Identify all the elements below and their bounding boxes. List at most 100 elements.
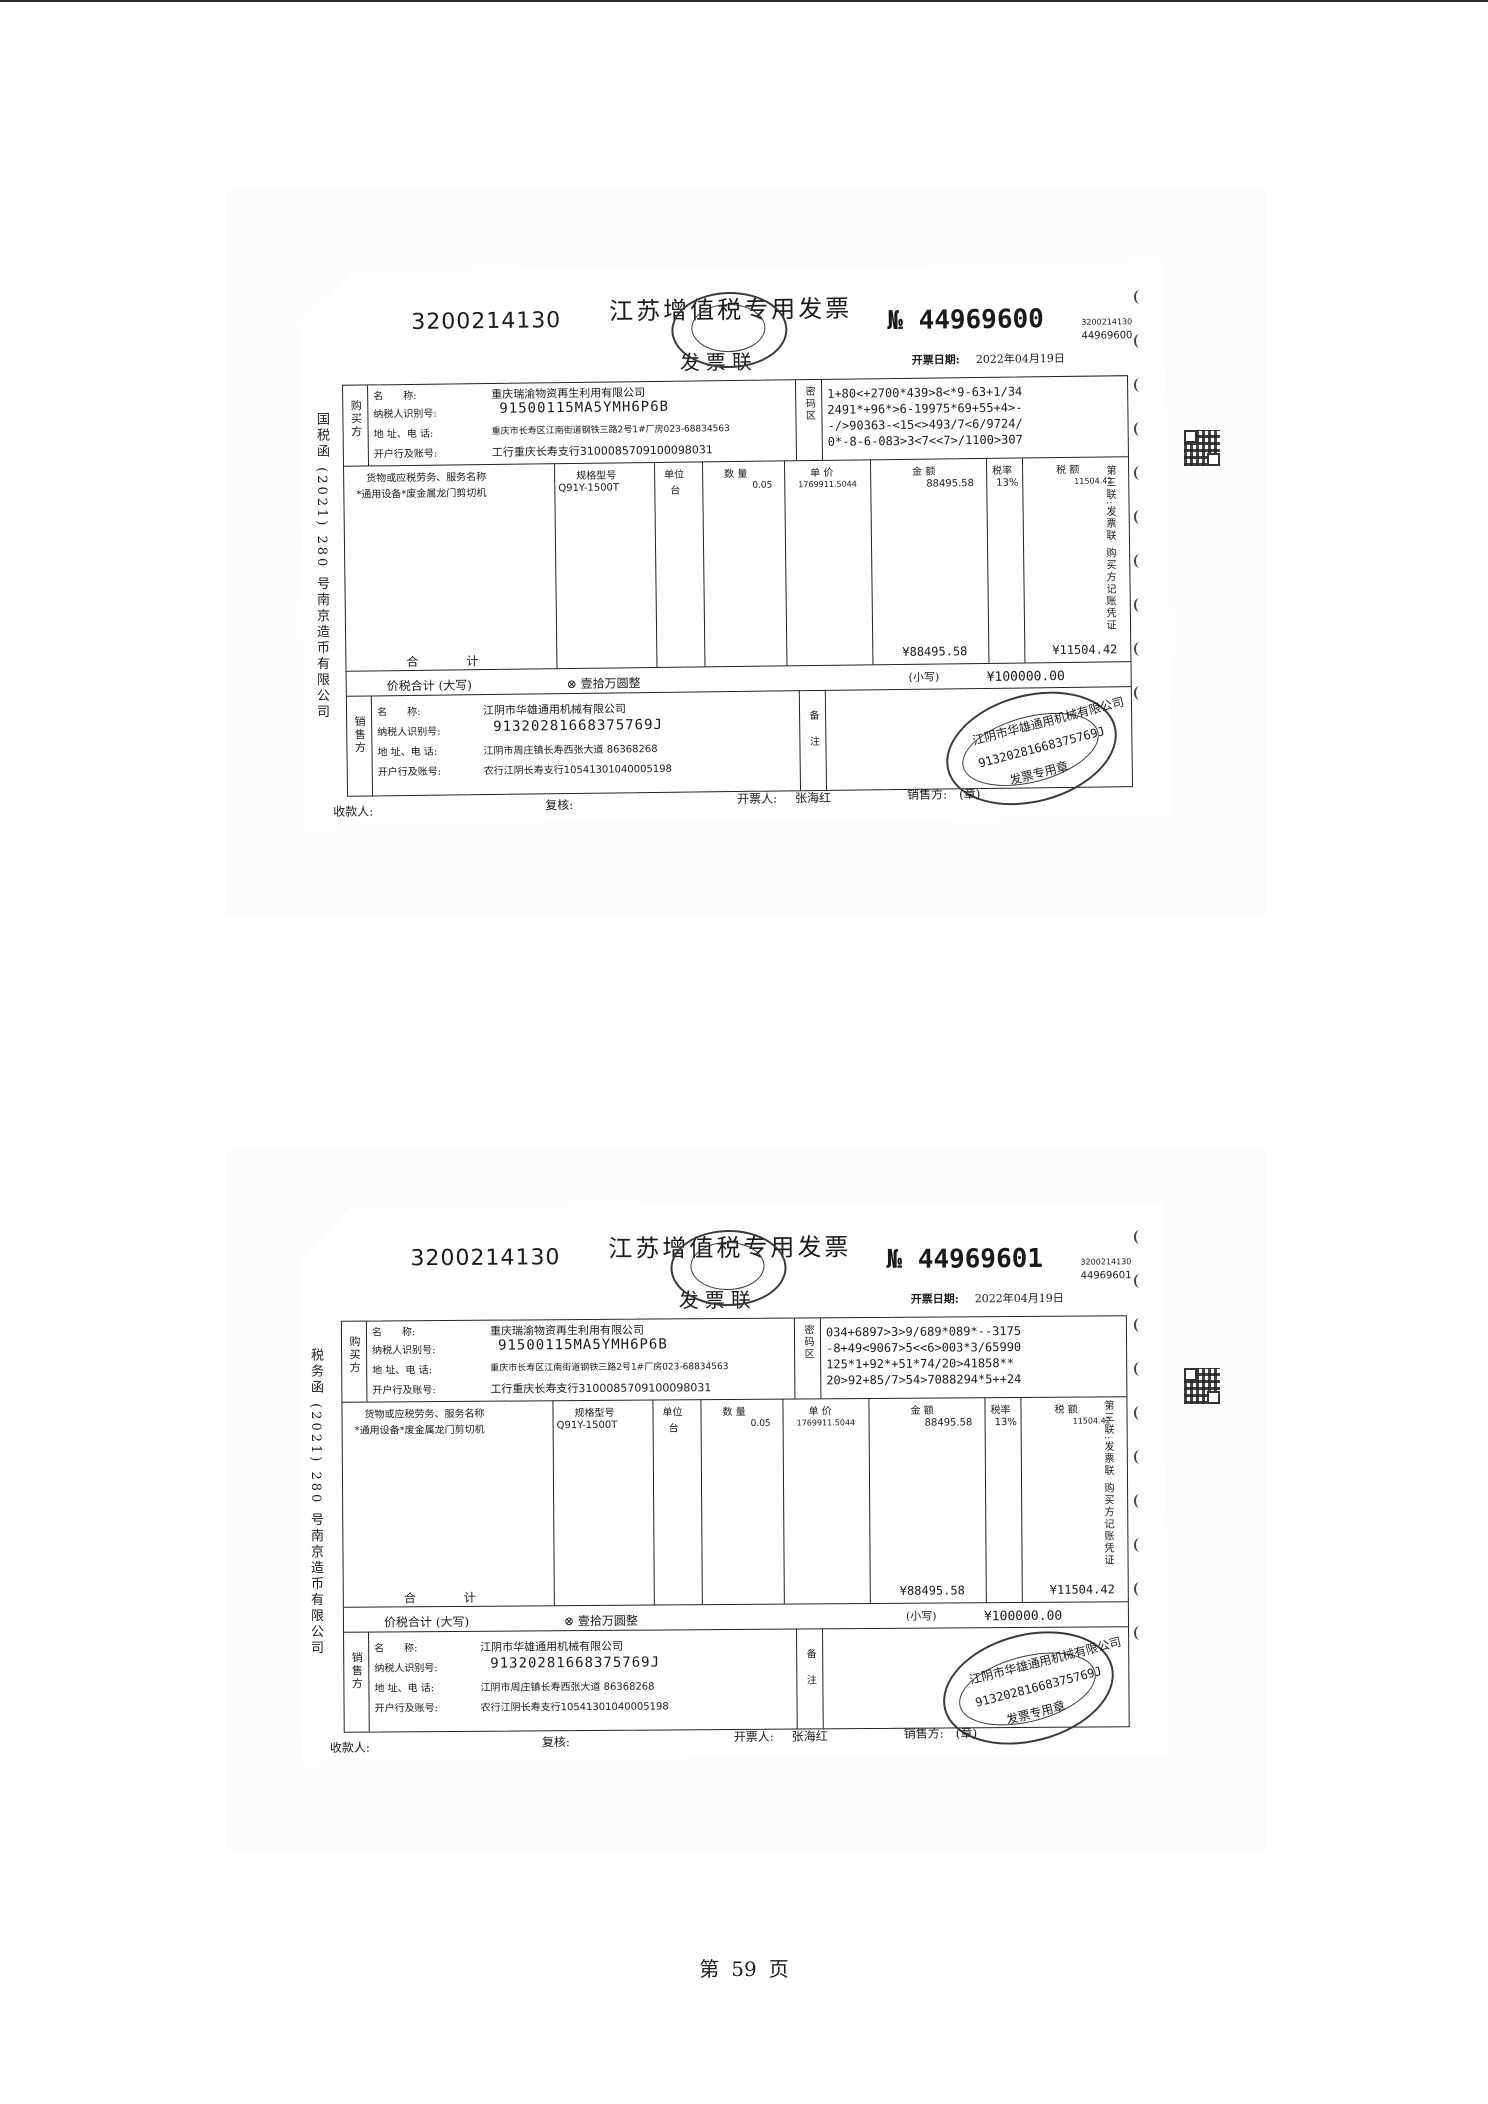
- grid-line: [700, 1399, 704, 1605]
- cipher-line: 125*1+92*+51*74/20>41858**: [826, 1356, 1015, 1372]
- seller-bank-label: 开户行及账号:: [374, 1703, 438, 1715]
- buyer-addr-label: 地 址、电 话:: [373, 428, 434, 441]
- invoice-small-code: 3200214130 44969601: [1080, 1255, 1131, 1283]
- seller-name: 江阴市华雄通用机械有限公司: [482, 702, 627, 718]
- side-right-text-2: 第三联:发票联 购买方记账凭证: [1102, 1400, 1113, 1567]
- item-price: 1769911.5044: [798, 479, 857, 490]
- date-label: 开票日期:: [911, 353, 960, 367]
- header-qty: 数 量: [724, 468, 748, 481]
- invoice-small-code: 3200214130 44969600: [1081, 315, 1132, 344]
- grid-line: [822, 1628, 824, 1729]
- seller-sign-label: 销售方:: [903, 1726, 944, 1741]
- cipher-area: 034+6897>3>9/689*089*--3175-8+49<9067>5<…: [826, 1323, 1022, 1388]
- total-label: 合 计: [406, 654, 479, 670]
- grid-line: [367, 385, 370, 466]
- header-qty: 数 量: [722, 1406, 746, 1419]
- invoice-number: № 44969600: [887, 304, 1045, 337]
- header-model: 规格型号: [574, 1407, 615, 1420]
- item-rate: 13%: [996, 477, 1019, 489]
- grid-line: [868, 1398, 872, 1604]
- issuer-label: 开票人:: [733, 1729, 774, 1745]
- grid-line: [652, 1399, 656, 1605]
- grand-small: ¥100000.00: [986, 668, 1066, 685]
- seller-name-label: 名 称:: [376, 706, 421, 719]
- grid-line: [798, 690, 802, 791]
- invoice-1: 3200214130 江苏增值税专用发票 发票联 № 44969600 3200…: [290, 262, 1172, 826]
- torn-corner: [290, 264, 362, 336]
- grid-line: [795, 380, 798, 461]
- cipher-label: 密码区: [803, 386, 815, 423]
- cipher-line: 034+6897>3>9/689*089*--3175: [825, 1323, 1022, 1340]
- grand-label: 价税合计 (大写): [383, 1614, 470, 1630]
- header-tax: 税 额: [1056, 464, 1080, 477]
- seller-bank: 农行江阴长寿支行10541301040005198: [480, 1701, 669, 1714]
- invoice-code: 3200214130: [411, 308, 562, 335]
- seller-bank-label: 开户行及账号:: [377, 766, 442, 779]
- perforation-holes: [1134, 1230, 1148, 1670]
- grid-line: [824, 689, 828, 790]
- seller-sign-label: 销售方:: [906, 787, 948, 802]
- invoice-number: № 44969601: [886, 1243, 1044, 1275]
- item-rate: 13%: [994, 1417, 1017, 1429]
- cipher-line: 20>92+85/7>54>7088294*5++24: [826, 1371, 1022, 1388]
- cipher-label: 密码区: [801, 1324, 814, 1361]
- grid-line: [984, 1397, 988, 1603]
- buyer-name-label: 名 称:: [371, 1327, 416, 1339]
- item-unit: 台: [668, 1423, 679, 1435]
- total-amount: ¥88495.58: [899, 1583, 965, 1598]
- grand-small-label: (小写): [905, 1609, 937, 1623]
- grid-line: [819, 1318, 822, 1399]
- grid-line: [701, 461, 706, 667]
- grid-line: [553, 463, 558, 669]
- seller-label: 销售方: [353, 715, 367, 755]
- small-number: 44969601: [1080, 1270, 1132, 1282]
- reviewer-label: 复核:: [541, 1735, 570, 1750]
- header-amount: 金 额: [912, 466, 936, 478]
- buyer-addr-label: 地 址、电 话:: [372, 1365, 432, 1377]
- grid-line: [793, 1318, 796, 1399]
- issuer: 张海红: [795, 790, 832, 806]
- seller-name: 江阴市华雄通用机械有限公司: [480, 1639, 624, 1654]
- item-amount: 88495.58: [926, 478, 975, 490]
- seller-taxid-label: 纳税人识别号:: [377, 726, 441, 739]
- buyer-bank-label: 开户行及账号:: [372, 1385, 436, 1397]
- header-price: 单 价: [808, 1406, 832, 1418]
- grid-line: [370, 695, 374, 796]
- seller-name-label: 名 称:: [374, 1643, 418, 1655]
- header-unit: 单位: [664, 469, 685, 481]
- issuer-label: 开票人:: [737, 791, 778, 806]
- buyer-taxid: 91500115MA5YMH6P6B: [497, 1336, 668, 1354]
- total-label: 合 计: [403, 1590, 476, 1606]
- header-model: 规格型号: [576, 470, 617, 482]
- cipher-line: 0*-8-6-083>3<7<<7>/1100>307: [827, 432, 1023, 449]
- seller-sign: (章): [958, 787, 981, 802]
- grid-line: [821, 379, 824, 460]
- buyer-label: 购买方: [347, 1335, 362, 1375]
- item-model: Q91Y-1500T: [558, 482, 620, 495]
- perforation-holes: [1134, 290, 1148, 730]
- grand-words: ⊗ 壹拾万圆整: [566, 676, 641, 692]
- buyer-bank: 工行重庆长寿支行3100085709100098031: [490, 1381, 712, 1396]
- date-value: 2022年04月19日: [975, 351, 1065, 367]
- page-value: 59: [731, 1957, 757, 1981]
- grid-line: [552, 1400, 556, 1606]
- item-amount: 88495.58: [924, 1417, 973, 1429]
- header-price: 单 价: [810, 467, 834, 480]
- header-name: 货物或应税劳务、服务名称: [366, 472, 487, 485]
- item-qty: 0.05: [752, 480, 773, 491]
- seller-addr-label: 地 址、电 话:: [377, 746, 438, 759]
- qr-code-icon: [1184, 1368, 1220, 1404]
- buyer-bank-label: 开户行及账号:: [373, 448, 438, 461]
- buyer-taxid-label: 纳税人识别号:: [372, 1345, 436, 1357]
- grid-line: [653, 461, 658, 667]
- header-amount: 金 额: [910, 1405, 934, 1417]
- qr-code-icon: [1184, 430, 1220, 466]
- grid-line: [985, 457, 990, 663]
- side-left-text-1: 国税函 (2021) 280 号南京造币有限公司: [314, 412, 329, 721]
- small-code: 3200214130: [1081, 317, 1133, 327]
- small-code: 3200214130: [1080, 1257, 1132, 1267]
- header-rate: 税率: [990, 1405, 1011, 1417]
- invoice-date: 开票日期: 2022年04月19日: [912, 350, 1065, 368]
- buyer-addr: 重庆市长寿区江南街道钢铁三路2号1#厂房023-68834563: [491, 424, 730, 437]
